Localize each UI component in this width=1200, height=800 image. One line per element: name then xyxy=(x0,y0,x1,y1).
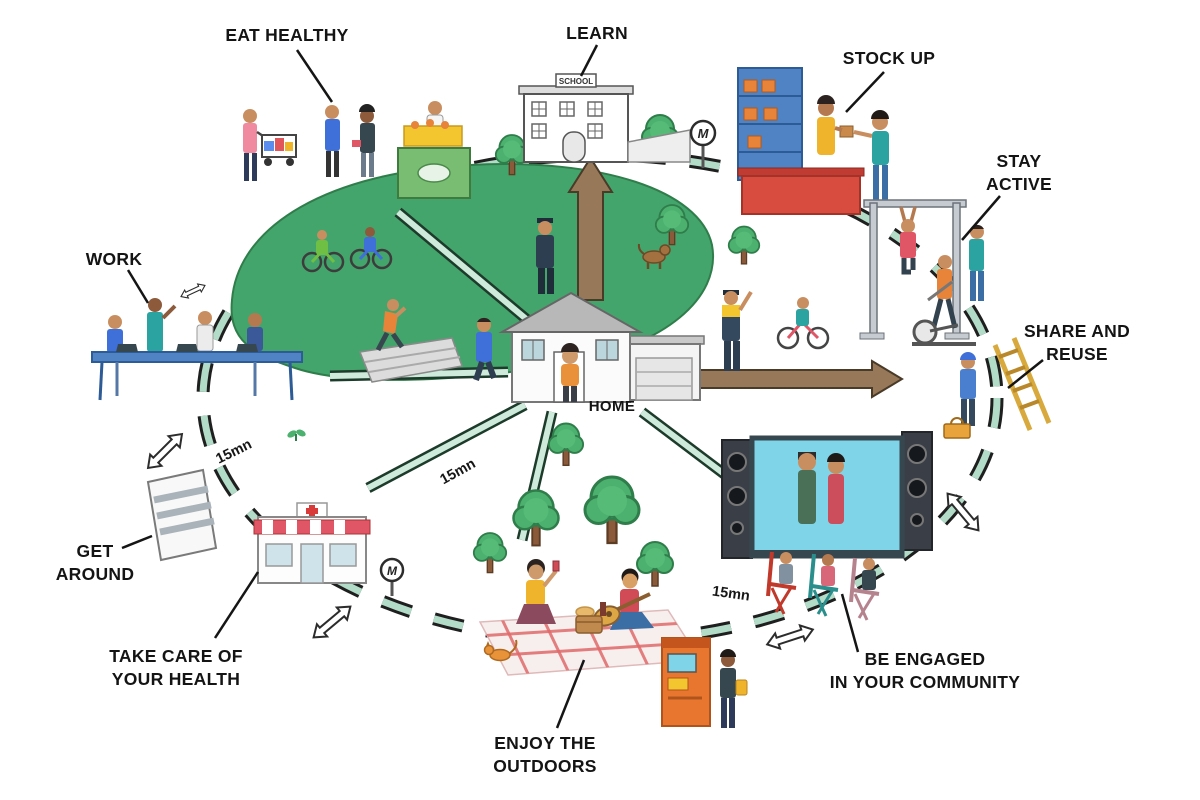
figure-dog xyxy=(637,243,671,269)
figure-policeman-crossing xyxy=(722,290,753,371)
activity-label-take-care-of-your-health: TAKE CARE OF YOUR HEALTH xyxy=(109,646,243,689)
scene-work xyxy=(91,298,303,401)
audience xyxy=(766,551,880,621)
pointer-get-around xyxy=(121,534,153,550)
scene-share-reuse xyxy=(943,337,1052,439)
pointer-stock-up xyxy=(845,71,885,113)
pointer-enjoy-outdoors xyxy=(555,659,586,729)
pointer-be-engaged xyxy=(840,593,860,653)
activity-label-share-and-reuse: SHARE AND REUSE xyxy=(1023,321,1131,364)
figure-worker-2 xyxy=(147,298,177,352)
metro-sign-letter: M xyxy=(387,564,398,578)
picnic-basket xyxy=(575,602,606,634)
figure-worker xyxy=(960,352,976,426)
road-to-market xyxy=(394,207,547,338)
cat xyxy=(483,639,518,662)
activity-label-stay-active: STAY ACTIVE xyxy=(986,151,1052,194)
road-to-pharmacy xyxy=(365,400,528,493)
metro-sign-letter: M xyxy=(698,126,710,141)
scene-bus xyxy=(146,468,218,562)
pointer-take-care xyxy=(213,571,260,639)
shopping-cart xyxy=(256,130,297,166)
scene-school: SCHOOL xyxy=(518,73,691,163)
figure-picnic-woman xyxy=(516,559,560,624)
metro-sign-school: M xyxy=(689,119,717,168)
scene-store xyxy=(737,67,889,215)
scene-gym xyxy=(859,199,984,346)
figure-walker xyxy=(473,317,497,381)
school-sign-text: SCHOOL xyxy=(559,77,593,86)
figure-gym-woman xyxy=(969,224,984,301)
figure-kid-bicycle xyxy=(776,297,830,350)
activity-label-get-around: GET AROUND xyxy=(55,541,135,584)
activity-label-eat-healthy: EAT HEALTHY xyxy=(225,25,349,45)
home-scene xyxy=(498,291,705,403)
pointer-eat-healthy xyxy=(295,49,334,103)
pointer-learn xyxy=(579,44,599,77)
figure-runner xyxy=(375,299,407,352)
home-label: HOME xyxy=(588,398,636,415)
figure-cyclist-2 xyxy=(349,227,393,270)
arrow-up-to-school xyxy=(567,156,614,301)
figure-elliptical xyxy=(912,255,976,346)
figure-atm-user xyxy=(720,649,748,728)
figure-worker-3 xyxy=(196,311,214,352)
screen-actors xyxy=(798,452,845,524)
activity-label-be-engaged: BE ENGAGED IN YOUR COMMUNITY xyxy=(829,649,1021,692)
figure-resident xyxy=(561,343,579,402)
figure-cyclist-1 xyxy=(301,230,345,273)
pointer-lines xyxy=(121,44,1044,729)
figure-picnic-man xyxy=(593,568,654,630)
pointer-work xyxy=(126,269,150,304)
arrow-right-to-gym xyxy=(699,359,904,399)
activity-label-stock-up: STOCK UP xyxy=(842,48,936,68)
market-stall xyxy=(397,101,471,199)
pointer-stay-active xyxy=(961,195,1001,241)
activity-label-work: WORK xyxy=(85,249,143,269)
scene-atm xyxy=(661,637,748,728)
pointer-share-reuse xyxy=(1007,359,1044,389)
corrugated-structure xyxy=(358,337,464,383)
figure-policeman-park xyxy=(536,218,554,294)
activity-label-enjoy-the-outdoors: ENJOY THE OUTDOORS xyxy=(493,733,597,776)
activity-label-learn: LEARN xyxy=(566,23,628,43)
scene-market xyxy=(243,101,471,199)
sprout xyxy=(287,429,306,441)
scene-pharmacy xyxy=(253,502,371,584)
scene-cinema xyxy=(721,431,933,621)
figure-pullup xyxy=(899,206,917,275)
metro-sign-pharmacy: M xyxy=(379,557,405,596)
